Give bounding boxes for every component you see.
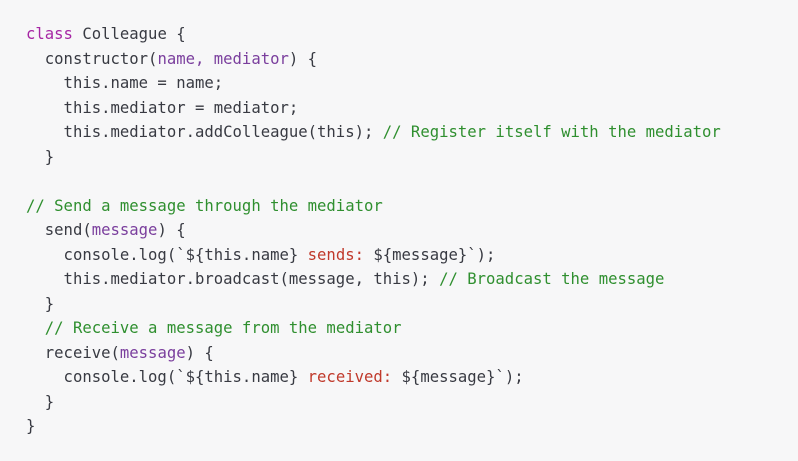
code-token-plain: constructor(	[26, 49, 158, 68]
code-token-plain: }	[26, 294, 55, 313]
code-token-plain: console.log(`${this.name}	[26, 245, 308, 264]
code-token-param: message	[91, 221, 158, 239]
code-token-param: message	[119, 343, 186, 362]
code-line: constructor(name, mediator) {	[26, 47, 721, 72]
code-token-plain: console.log(`${this.name}	[26, 368, 308, 386]
code-line: }	[26, 414, 721, 439]
code-token-comment: // Send a message through the mediator	[26, 196, 383, 215]
code-line: console.log(`${this.name} sends: ${messa…	[26, 243, 721, 268]
code-token-plain: }	[26, 417, 36, 435]
code-token-plain: ) {	[185, 343, 214, 362]
code-token-plain: }	[26, 147, 55, 166]
code-line: // Send a message through the mediator	[26, 194, 721, 219]
code-line	[26, 169, 721, 194]
code-line: this.mediator.addColleague(this); // Reg…	[26, 120, 721, 145]
code-token-plain: ${message}`);	[401, 368, 524, 386]
code-token-plain: ) {	[288, 49, 318, 68]
code-line: this.mediator = mediator;	[26, 96, 721, 121]
code-token-string: sends:	[307, 245, 374, 264]
code-line: console.log(`${this.name} received: ${me…	[26, 365, 721, 390]
code-block[interactable]: class Colleague { constructor(name, medi…	[26, 22, 721, 439]
code-token-param: name, mediator	[157, 49, 289, 68]
code-line: // Receive a message from the mediator	[26, 316, 721, 341]
code-line: this.name = name;	[26, 71, 721, 96]
code-token-plain	[26, 319, 45, 337]
code-token-plain: this.name = name;	[26, 74, 224, 92]
code-line: }	[26, 292, 721, 317]
code-token-plain: }	[26, 392, 55, 411]
code-line: send(message) {	[26, 218, 721, 243]
code-line: }	[26, 145, 721, 170]
code-line: class Colleague {	[26, 22, 721, 47]
code-token-plain: ${message}`);	[373, 245, 496, 264]
code-token-plain: this.mediator.addColleague(this);	[26, 123, 383, 141]
code-token-plain: Colleague {	[72, 25, 186, 43]
code-token-comment: // Register itself with the mediator	[382, 123, 721, 141]
code-line: }	[26, 390, 721, 415]
code-line: receive(message) {	[26, 341, 721, 366]
code-token-plain: send(	[26, 221, 92, 239]
code-token-string: received:	[307, 368, 402, 386]
code-token-keyword: class	[26, 25, 73, 43]
code-token-plain: ) {	[157, 221, 186, 239]
code-line: this.mediator.broadcast(message, this); …	[26, 267, 721, 292]
code-token-comment: // Receive a message from the mediator	[44, 319, 402, 337]
code-token-plain: receive(	[26, 343, 120, 362]
code-token-comment: // Broadcast the message	[439, 270, 665, 288]
code-token-plain: this.mediator.broadcast(message, this);	[26, 270, 440, 288]
code-token-plain: this.mediator = mediator;	[26, 98, 299, 117]
